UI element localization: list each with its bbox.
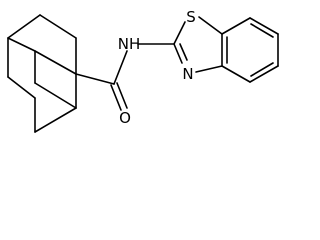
sulfur-atom-label: S (186, 8, 196, 26)
bond-thiazole (198, 16, 223, 35)
bond-carbonyl-double-1 (110, 84, 122, 111)
carbonyl-oxygen-label: O (119, 109, 131, 127)
bond-benzene-inner (250, 23, 274, 38)
bond-adamantane (7, 76, 36, 99)
ring-nitrogen-label: N (182, 65, 193, 83)
bond-carbonyl-double-2 (116, 82, 128, 109)
bond-thiazole (173, 43, 183, 64)
bond-benzene (249, 17, 279, 35)
bond-carbonyl-nitrogen (113, 50, 128, 85)
bond-benzene (221, 17, 251, 35)
chemical-structure-diagram: NH O S N (7, 8, 279, 133)
bond-benzene-inner (250, 62, 274, 77)
amide-nitrogen-label: NH (118, 35, 141, 53)
bond-benzene (221, 65, 251, 83)
bond-adamantane (7, 37, 36, 52)
bond-adamantane (34, 50, 77, 75)
bond-adamantane (34, 82, 77, 109)
bond-bridgehead-carbonyl (75, 73, 115, 85)
bond-adamantane (39, 14, 77, 39)
bond-benzene (249, 65, 279, 83)
bond-thiazole-double (179, 43, 188, 61)
bond-thiazole (173, 21, 186, 45)
bond-thiazole (195, 65, 223, 73)
bond-adamantane (34, 107, 77, 133)
bond-adamantane (7, 14, 41, 39)
